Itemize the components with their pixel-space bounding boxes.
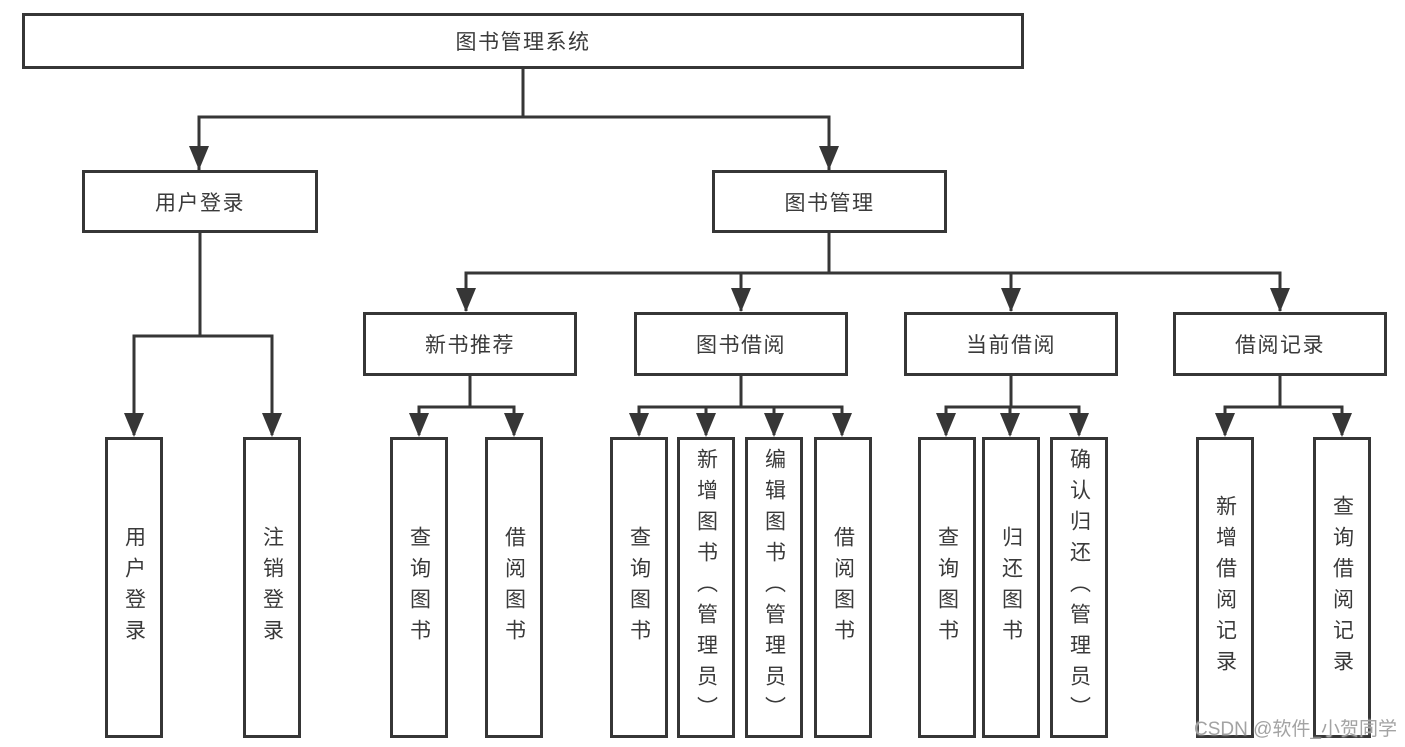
node-leaf-cb-confirm-return-admin: 确认归还（管理员） [1050, 437, 1108, 738]
node-leaf-user-login: 用户登录 [105, 437, 163, 738]
node-leaf-bb-query-books: 查询图书 [610, 437, 668, 738]
node-root-library-system: 图书管理系统 [22, 13, 1024, 69]
node-user-login: 用户登录 [82, 170, 318, 233]
node-leaf-bb-edit-book-admin: 编辑图书（管理员） [745, 437, 803, 738]
node-new-book-recommend: 新书推荐 [363, 312, 577, 376]
node-book-borrow: 图书借阅 [634, 312, 848, 376]
arrowhead-icons [124, 146, 1352, 437]
node-leaf-br-query-record: 查询借阅记录 [1313, 437, 1371, 738]
node-leaf-bb-borrow-books: 借阅图书 [814, 437, 872, 738]
node-book-management: 图书管理 [712, 170, 947, 233]
node-leaf-cb-return-books: 归还图书 [982, 437, 1040, 738]
node-current-borrow: 当前借阅 [904, 312, 1118, 376]
node-leaf-cb-query-books: 查询图书 [918, 437, 976, 738]
csdn-watermark: CSDN @软件_小贺同学 [1194, 719, 1397, 740]
node-leaf-bb-add-book-admin: 新增图书（管理员） [677, 437, 735, 738]
node-leaf-br-add-record: 新增借阅记录 [1196, 437, 1254, 738]
node-leaf-logout: 注销登录 [243, 437, 301, 738]
node-borrow-records: 借阅记录 [1173, 312, 1387, 376]
node-leaf-nbr-borrow-books: 借阅图书 [485, 437, 543, 738]
node-leaf-nbr-query-books: 查询图书 [390, 437, 448, 738]
